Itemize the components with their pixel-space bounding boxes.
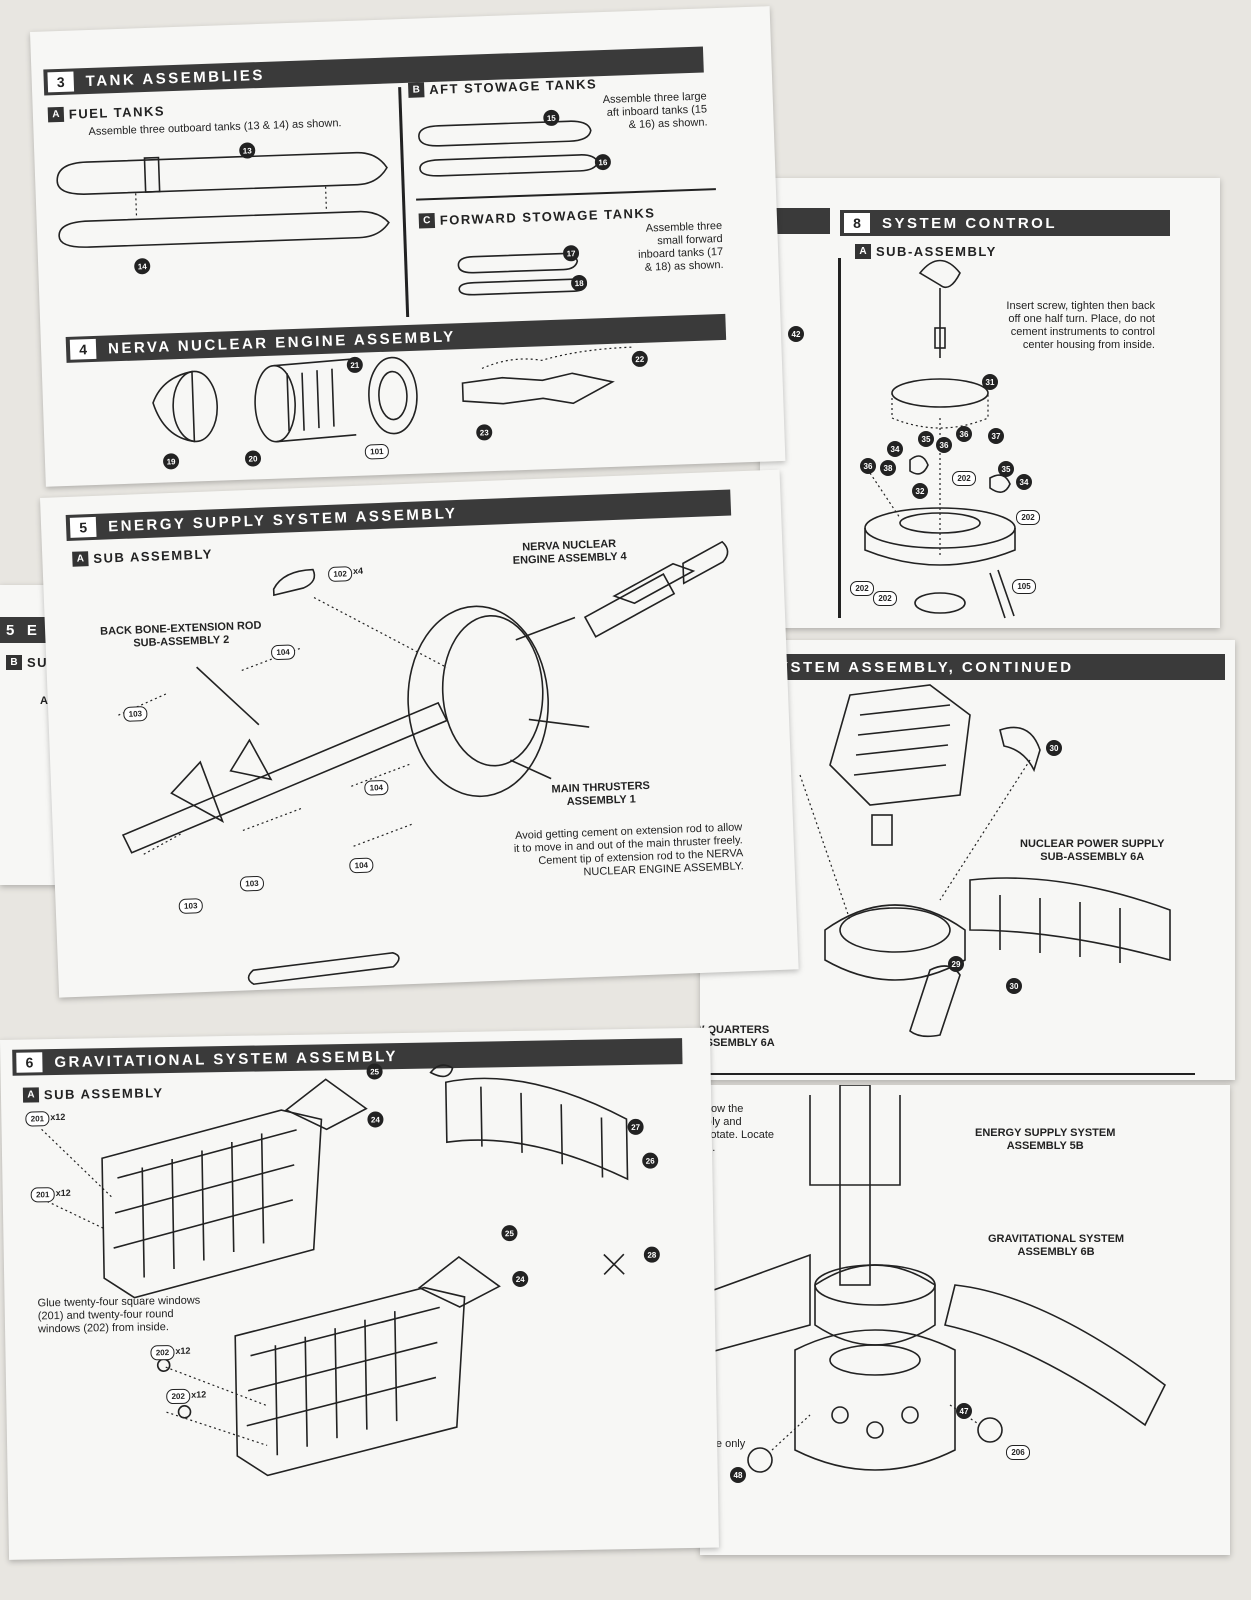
section-title: SYSTEM CONTROL bbox=[882, 214, 1058, 232]
quantity: x12 bbox=[50, 1111, 66, 1123]
part-number: 47 bbox=[956, 1403, 972, 1419]
callout-quarters: W QUARTERS -ASSEMBLY 6A bbox=[700, 1024, 775, 1049]
callout-gravitational: GRAVITATIONAL SYSTEM ASSEMBLY 6B bbox=[988, 1233, 1125, 1258]
part-number: 32 bbox=[912, 483, 928, 499]
step-number: 8 bbox=[844, 213, 870, 233]
part-number: 35 bbox=[998, 461, 1014, 477]
part-number: 38 bbox=[880, 460, 896, 476]
part-number: 202 bbox=[166, 1388, 191, 1405]
sheet-final-assembly: allow the nbly and › rotate. Locate de. … bbox=[700, 1085, 1230, 1555]
part-number: 31 bbox=[982, 374, 998, 390]
tanks-drawing bbox=[56, 120, 632, 443]
callout-energy-supply: ENERGY SUPPLY SYSTEM ASSEMBLY 5B bbox=[975, 1127, 1116, 1152]
final-assembly-drawing bbox=[700, 1085, 1167, 1473]
sheet-system-control: E 8 SYSTEM CONTROL A SUB-ASSEMBLY Insert… bbox=[760, 178, 1220, 628]
part-number: 206 bbox=[1006, 1445, 1030, 1460]
sheet-energy-supply: 5 ENERGY SUPPLY SYSTEM ASSEMBLY A SUB AS… bbox=[40, 469, 799, 998]
part-number: 34 bbox=[887, 441, 903, 457]
sheet-tank-assemblies: 3 TANK ASSEMBLIES A FUEL TANKS Assemble … bbox=[30, 6, 786, 487]
instruction-note: Insert screw, tighten then back off one … bbox=[1006, 300, 1155, 351]
part-number: 202 bbox=[873, 591, 897, 606]
divider bbox=[700, 1073, 1195, 1075]
part-number: 30 bbox=[1046, 740, 1062, 756]
part-number: 35 bbox=[918, 431, 934, 447]
energy-supply-drawing bbox=[118, 540, 729, 855]
assembly-drawing bbox=[700, 684, 1171, 1038]
part-number: 36 bbox=[860, 458, 876, 474]
part-number: 36 bbox=[956, 426, 972, 442]
part-number: 48 bbox=[730, 1467, 746, 1483]
part-number: 202 bbox=[850, 581, 874, 596]
part-number: 29 bbox=[948, 956, 964, 972]
part-number: 37 bbox=[988, 428, 1004, 444]
part-number: 201 bbox=[30, 1187, 55, 1203]
part-number: 101 bbox=[364, 443, 390, 460]
part-number: 202 bbox=[150, 1345, 175, 1361]
text-fragment: AI bbox=[40, 695, 51, 707]
section-header-continued: YSTEM ASSEMBLY, CONTINUED bbox=[770, 654, 1225, 680]
part-number: 42 bbox=[788, 326, 804, 342]
gravitational-drawing bbox=[41, 1064, 629, 1477]
control-center-drawing bbox=[864, 259, 1016, 619]
part-number: 202 bbox=[1016, 510, 1040, 525]
sheet-gravitational: 6 GRAVITATIONAL SYSTEM ASSEMBLY A SUB AS… bbox=[0, 1027, 719, 1560]
part-number: 36 bbox=[936, 437, 952, 453]
part-number: 34 bbox=[1016, 474, 1032, 490]
quantity: x12 bbox=[55, 1187, 71, 1199]
part-number: 30 bbox=[1006, 978, 1022, 994]
section-header-system-control: 8 SYSTEM CONTROL bbox=[840, 210, 1170, 236]
divider bbox=[838, 258, 841, 618]
subheading: A SUB-ASSEMBLY bbox=[855, 244, 997, 259]
quantity: x12 bbox=[191, 1389, 207, 1400]
part-number: 105 bbox=[1012, 579, 1036, 594]
callout-nuclear-power: NUCLEAR POWER SUPPLY SUB-ASSEMBLY 6A bbox=[1020, 838, 1165, 863]
rod-drawing bbox=[247, 951, 400, 985]
part-number: 202 bbox=[952, 471, 976, 486]
subheading-fragment: B SU bbox=[6, 655, 48, 670]
quantity: x12 bbox=[175, 1345, 191, 1356]
windows-note: Glue twenty-four square windows (201) an… bbox=[37, 1294, 201, 1336]
part-number: 201 bbox=[25, 1111, 50, 1127]
